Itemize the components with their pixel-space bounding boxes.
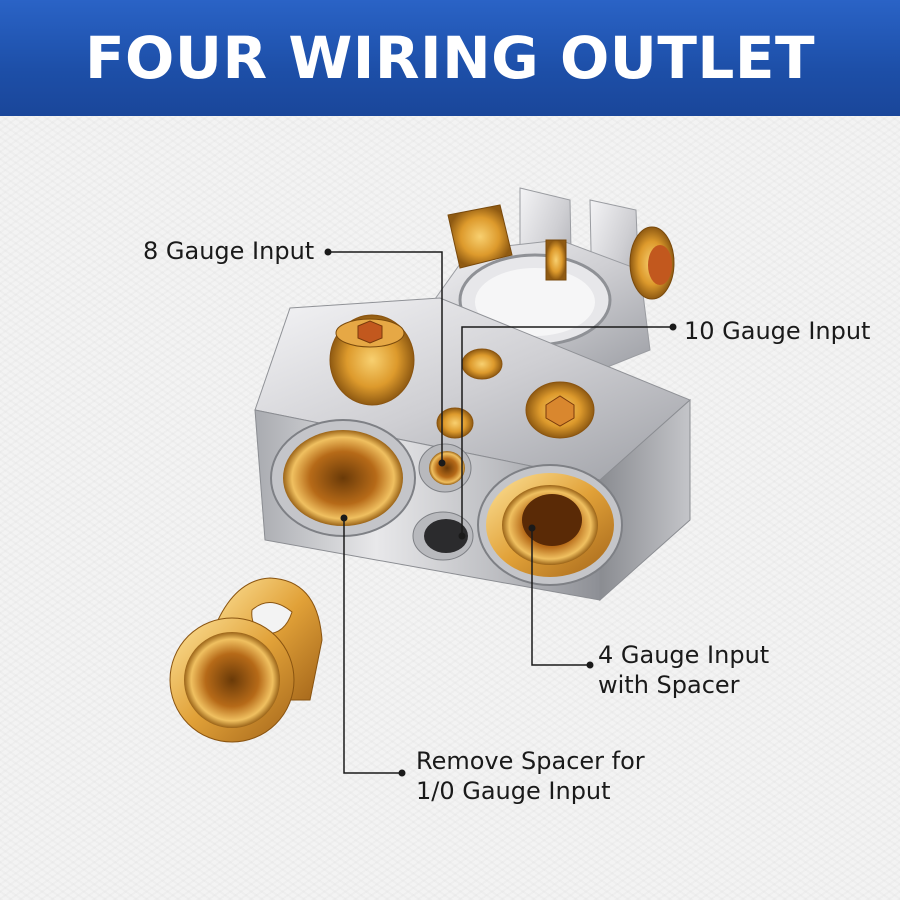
- callout-dots: [324, 248, 677, 777]
- callout-8-gauge: 8 Gauge Input: [143, 237, 315, 265]
- callout-leaders: [328, 251, 673, 774]
- callout-spacer-line2: 1/0 Gauge Input: [416, 777, 611, 805]
- clamp-bolt: [447, 204, 675, 300]
- leader-8-gauge: [328, 251, 443, 463]
- spacer-ring-illustration: [169, 577, 323, 743]
- callout-spacer: Remove Spacer for 1/0 Gauge Input: [416, 746, 645, 806]
- callout-4-gauge-line1: 4 Gauge Input: [598, 641, 770, 669]
- leader-4-gauge: [531, 528, 590, 666]
- input-hole-4-gauge: [477, 464, 623, 586]
- input-hole-10-gauge: [412, 511, 474, 561]
- leader-1-0-gauge: [343, 518, 402, 774]
- leader-10-gauge: [461, 326, 673, 536]
- page-title: FOUR WIRING OUTLET: [84, 24, 816, 92]
- top-set-screw-small: [436, 348, 503, 439]
- top-set-screw-4ga: [525, 381, 595, 439]
- callout-4-gauge: 4 Gauge Input with Spacer: [598, 640, 769, 700]
- input-hole-8-gauge: [418, 443, 472, 493]
- header-banner: FOUR WIRING OUTLET: [0, 0, 900, 116]
- callout-4-gauge-line2: with Spacer: [598, 671, 740, 699]
- top-set-screw-8ga: [329, 314, 415, 406]
- input-hole-1-0-gauge: [270, 419, 416, 537]
- callout-spacer-line1: Remove Spacer for: [416, 747, 645, 775]
- callout-10-gauge: 10 Gauge Input: [684, 317, 871, 345]
- product-stage: [0, 116, 900, 900]
